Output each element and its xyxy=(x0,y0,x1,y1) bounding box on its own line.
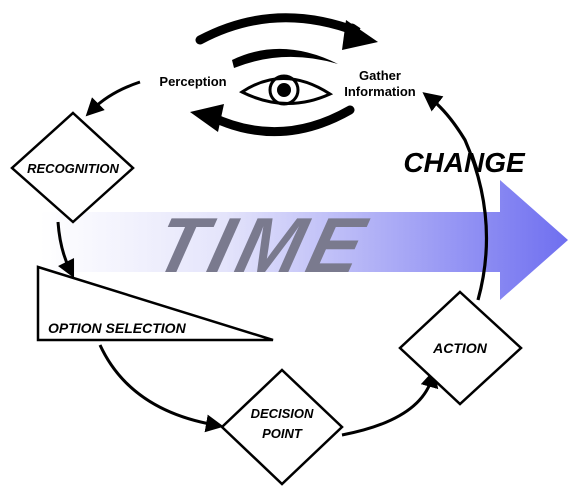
option-selection-node: OPTION SELECTION xyxy=(36,265,274,342)
cycle-arrows xyxy=(56,80,489,437)
gather-label-line2: Information xyxy=(344,84,416,99)
gather-label-line1: Gather xyxy=(359,68,401,83)
perception-label: Perception xyxy=(159,74,226,89)
option-selection-triangle xyxy=(36,265,274,342)
action-diamond xyxy=(398,290,523,406)
eye-iris xyxy=(268,74,300,106)
eye-bottom-arc-arrow xyxy=(205,105,355,137)
eye-icon xyxy=(190,13,378,137)
eye-top-arc-head xyxy=(342,20,378,50)
change-label: CHANGE xyxy=(403,147,526,178)
time-arrow-shape xyxy=(40,180,568,300)
time-label: TIME xyxy=(147,201,379,289)
eyebrow xyxy=(232,48,338,68)
recognition-label: RECOGNITION xyxy=(27,161,119,176)
decision-point-node: DECISION POINT xyxy=(220,368,344,486)
action-node: ACTION xyxy=(398,290,523,406)
arrow-perception-to-recognition xyxy=(85,80,141,117)
recognition-node: RECOGNITION xyxy=(10,111,135,224)
recognition-diamond xyxy=(10,111,135,224)
eye-pupil xyxy=(277,83,291,97)
eye-bottom-arc-head xyxy=(190,104,224,132)
decision-label-line2: POINT xyxy=(262,426,303,441)
action-label: ACTION xyxy=(432,340,488,356)
decision-label-line1: DECISION xyxy=(251,406,314,421)
decision-point-diamond xyxy=(220,368,344,486)
time-arrow: TIME xyxy=(40,180,568,300)
arrow-recognition-to-option xyxy=(56,221,75,279)
arrow-option-to-decision xyxy=(98,344,224,433)
option-selection-label: OPTION SELECTION xyxy=(48,320,187,336)
arrow-action-to-gather xyxy=(422,92,489,301)
arrow-decision-to-action xyxy=(341,369,439,437)
eye-top-arc-arrow xyxy=(195,13,361,45)
